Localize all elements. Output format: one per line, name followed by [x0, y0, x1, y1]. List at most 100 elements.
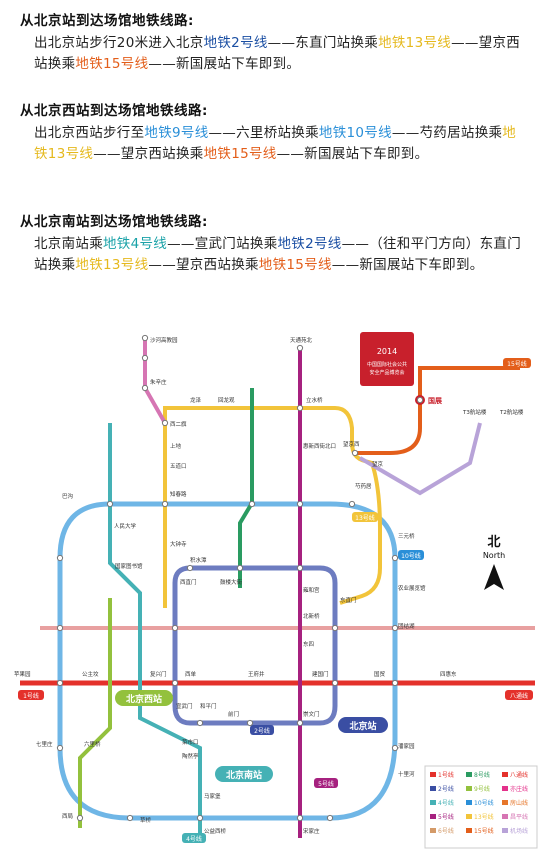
svg-text:1号线: 1号线	[23, 692, 39, 700]
route-text: ——宣武门站换乘	[167, 236, 278, 252]
legend-swatch	[466, 828, 472, 833]
svg-text:北新桥: 北新桥	[303, 612, 320, 620]
station-dot	[56, 554, 64, 562]
venue-logo-box	[360, 332, 414, 386]
legend-swatch	[430, 828, 436, 833]
svg-text:北京站: 北京站	[349, 720, 376, 732]
svg-text:公主坟: 公主坟	[82, 670, 99, 678]
svg-text:惠新西街北口: 惠新西街北口	[303, 442, 336, 450]
svg-text:三元桥: 三元桥	[398, 532, 415, 540]
station-labels: 沙河高教园 朱辛庄 西二旗 龙泽 回龙观 天通苑北 立水桥 望京西 望京 T3航…	[14, 336, 524, 835]
station-dot	[351, 449, 359, 457]
legend-label: 4号线	[438, 799, 454, 807]
svg-text:2号线: 2号线	[254, 727, 270, 735]
svg-text:13号线: 13号线	[355, 514, 375, 522]
legend-label: 5号线	[438, 813, 454, 821]
station-dot	[56, 744, 64, 752]
svg-text:国贸: 国贸	[374, 670, 386, 678]
svg-text:沙河高教园: 沙河高教园	[150, 336, 178, 344]
route-text: 出北京站步行20米进入北京	[34, 35, 204, 51]
station-dot	[186, 564, 194, 572]
station-dot	[326, 814, 334, 822]
station-dot	[296, 564, 304, 572]
station-dot	[126, 814, 134, 822]
svg-text:陶然亭: 陶然亭	[182, 752, 199, 760]
svg-text:龙泽: 龙泽	[190, 396, 202, 404]
legend-label: 9号线	[474, 785, 490, 793]
legend-label: 10号线	[474, 799, 494, 807]
line-4	[108, 423, 202, 838]
venue-station-label: 国展	[428, 396, 443, 405]
route-text: ——（往和平门方向）东直门站换乘	[34, 236, 521, 273]
legend-swatch	[502, 800, 508, 805]
compass-north-en: North	[483, 551, 505, 560]
svg-text:T2航站楼: T2航站楼	[499, 408, 524, 416]
svg-text:菜市口: 菜市口	[182, 738, 199, 746]
subway-map-svg: 2014 中国国际社会公共 安全产品博览会 国展 北 North 北京西站 北京…	[14, 332, 538, 849]
badge-line-13: 13号线	[352, 512, 378, 522]
svg-text:10号线: 10号线	[401, 552, 421, 560]
legend-label: 1号线	[438, 771, 454, 779]
legend-swatch	[430, 800, 436, 805]
route-line-name: 地铁15号线	[203, 146, 277, 162]
venue-logo-line2: 安全产品博览会	[369, 369, 404, 376]
station-dot	[236, 564, 244, 572]
legend-swatch	[430, 786, 436, 791]
svg-text:五道口: 五道口	[170, 462, 187, 470]
station-dot	[141, 384, 149, 392]
svg-text:望京: 望京	[372, 460, 384, 468]
svg-text:宋家庄: 宋家庄	[303, 827, 320, 835]
legend-label: 亦庄线	[510, 785, 528, 793]
svg-text:复兴门: 复兴门	[150, 670, 167, 678]
station-dot	[416, 396, 424, 404]
svg-text:回龙观: 回龙观	[218, 396, 235, 404]
svg-text:T3航站楼: T3航站楼	[462, 408, 487, 416]
station-dot	[141, 354, 149, 362]
svg-text:知春路: 知春路	[170, 490, 187, 498]
compass-north-zh: 北	[487, 535, 500, 550]
station-dot	[141, 334, 149, 342]
route-line-name: 地铁9号线	[144, 125, 209, 141]
svg-text:建国门: 建国门	[312, 670, 329, 678]
svg-text:宣武门: 宣武门	[176, 702, 193, 710]
badge-batong: 八通线	[505, 690, 533, 700]
route-line-name: 地铁4号线	[103, 236, 168, 252]
badge-beijing-south: 北京南站	[215, 766, 273, 782]
svg-text:上地: 上地	[170, 442, 182, 450]
route-line-name: 地铁2号线	[203, 35, 268, 51]
route-text: 北京南站乘	[34, 236, 103, 252]
station-dot	[296, 404, 304, 412]
line-airport	[358, 422, 482, 496]
route-line-name: 地铁2号线	[277, 236, 342, 252]
badge-line-2: 2号线	[250, 725, 274, 735]
svg-text:西单: 西单	[185, 670, 197, 678]
compass: 北 North	[483, 535, 505, 590]
svg-text:团结湖: 团结湖	[398, 622, 415, 630]
svg-text:西二旗: 西二旗	[170, 420, 187, 428]
station-dot	[348, 500, 356, 508]
svg-text:4号线: 4号线	[186, 835, 202, 843]
legend-swatch	[466, 786, 472, 791]
route-text: ——新国展站下车即到。	[148, 56, 301, 72]
badge-line-1: 1号线	[18, 690, 44, 700]
route-text: ——新国展站下车即到。	[331, 257, 484, 273]
station-dot	[391, 744, 399, 752]
line-2-loop	[172, 565, 338, 726]
legend-swatch	[502, 814, 508, 819]
route-beijing-south-station: 北京南站乘地铁4号线——宣武门站换乘地铁2号线——（往和平门方向）东直门站换乘地…	[34, 234, 524, 276]
line-15	[355, 366, 520, 455]
venue-logo-line1: 中国国际社会公共	[367, 361, 407, 368]
heading-beijing-west-station: 从北京西站到达场馆地铁线路:	[20, 103, 208, 119]
svg-text:马家堡: 马家堡	[204, 792, 221, 800]
station-dot	[196, 814, 204, 822]
station-dot	[296, 500, 304, 508]
station-dot	[161, 419, 169, 427]
station-dot	[296, 814, 304, 822]
station-dot	[391, 554, 399, 562]
legend-box	[424, 765, 538, 849]
station-dot	[171, 624, 179, 632]
station-dot	[76, 814, 84, 822]
station-dot	[331, 624, 339, 632]
legend-swatch	[466, 772, 472, 777]
